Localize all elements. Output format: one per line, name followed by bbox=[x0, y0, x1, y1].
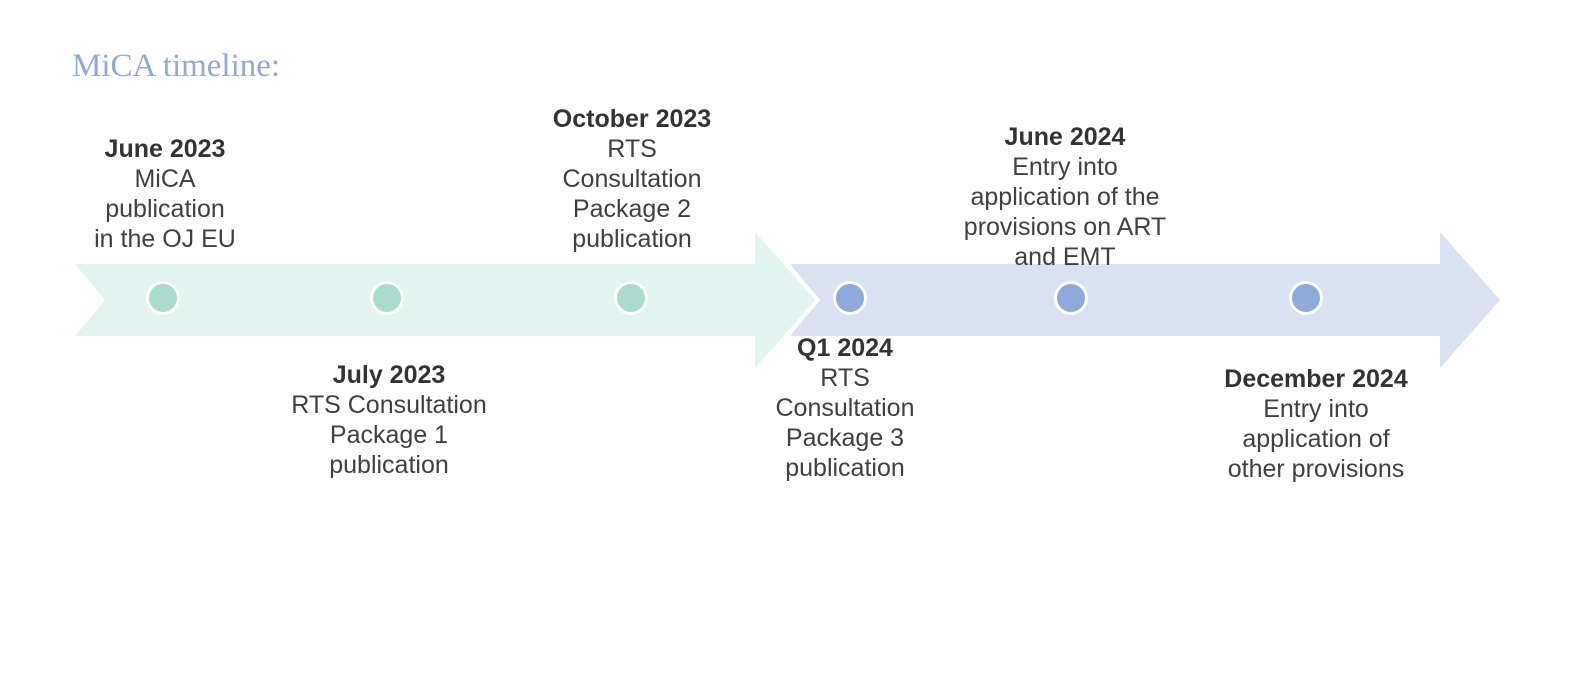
event-description-line: RTS Consultation bbox=[291, 391, 487, 419]
timeline-dot-july-2023 bbox=[370, 281, 404, 315]
event-description-line: and EMT bbox=[1014, 243, 1116, 271]
timeline-dot-q1-2024 bbox=[833, 281, 867, 315]
event-description-line: Package 1 bbox=[329, 421, 449, 449]
event-date: June 2024 bbox=[1004, 123, 1126, 151]
arrow-2024 bbox=[790, 232, 1500, 368]
event-description-line: publication bbox=[572, 225, 692, 253]
event-june-2024: June 2024 Entry into application of the … bbox=[964, 122, 1166, 272]
event-date: Q1 2024 bbox=[797, 334, 893, 362]
event-description-line: provisions on ART bbox=[963, 213, 1167, 241]
event-description-line: RTS bbox=[820, 364, 870, 392]
event-description-line: other provisions bbox=[1227, 455, 1405, 483]
event-description-line: publication bbox=[105, 195, 225, 223]
event-description-line: Entry into bbox=[1263, 395, 1369, 423]
event-october-2023: October 2023 RTS Consultation Package 2 … bbox=[553, 104, 711, 254]
event-description-line: Package 2 bbox=[572, 195, 692, 223]
event-description-line: Consultation bbox=[562, 165, 702, 193]
event-q1-2024: Q1 2024 RTS Consultation Package 3 publi… bbox=[776, 333, 915, 483]
event-description-line: in the OJ EU bbox=[94, 225, 236, 253]
event-description-line: application of bbox=[1242, 425, 1390, 453]
event-description-line: publication bbox=[785, 454, 905, 482]
event-date: December 2024 bbox=[1224, 365, 1408, 393]
event-description-line: Consultation bbox=[775, 394, 915, 422]
timeline-dot-june-2023 bbox=[146, 281, 180, 315]
event-description-line: Entry into bbox=[1012, 153, 1118, 181]
event-description-line: Package 3 bbox=[785, 424, 905, 452]
timeline-dot-december-2024 bbox=[1289, 281, 1323, 315]
timeline-dot-june-2024 bbox=[1054, 281, 1088, 315]
event-description-line: publication bbox=[329, 451, 449, 479]
event-date: July 2023 bbox=[332, 361, 446, 389]
event-date: June 2023 bbox=[104, 135, 226, 163]
event-description-line: RTS bbox=[607, 135, 657, 163]
arrow-2023 bbox=[75, 232, 815, 368]
event-december-2024: December 2024 Entry into application of … bbox=[1224, 364, 1407, 484]
event-june-2023: June 2023 MiCA publication in the OJ EU bbox=[94, 134, 236, 254]
event-description-line: application of the bbox=[970, 183, 1160, 211]
timeline-dot-october-2023 bbox=[614, 281, 648, 315]
event-date: October 2023 bbox=[552, 105, 712, 133]
timeline-title: MiCA timeline: bbox=[72, 48, 281, 84]
event-july-2023: July 2023 RTS Consultation Package 1 pub… bbox=[291, 360, 486, 480]
event-description-line: MiCA bbox=[134, 165, 196, 193]
